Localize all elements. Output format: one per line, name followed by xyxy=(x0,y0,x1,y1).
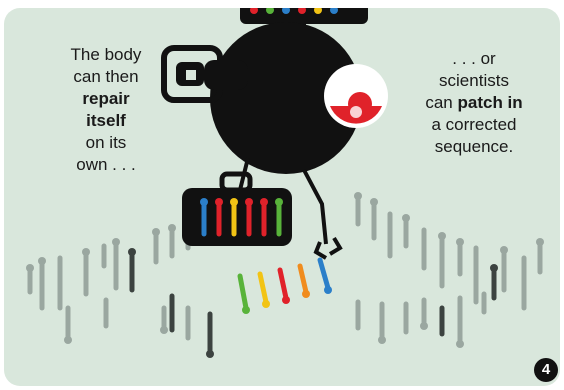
caption-left-line6: own . . . xyxy=(26,154,186,176)
caption-right: . . . or scientists can patch in a corre… xyxy=(404,48,544,158)
caption-right-line2: scientists xyxy=(404,70,544,92)
illustration-panel: The body can then repair itself on its o… xyxy=(4,8,560,386)
toolbox-icon xyxy=(182,174,292,246)
caption-left-line3: repair xyxy=(26,88,186,110)
caption-left-line4: itself xyxy=(26,110,186,132)
caption-left-line1: The body xyxy=(26,44,186,66)
caption-right-line5: sequence. xyxy=(404,136,544,158)
caption-right-line3: can patch in xyxy=(404,92,544,114)
caption-right-bold: patch in xyxy=(457,93,522,112)
patch-pieces-icon xyxy=(240,260,332,314)
caption-left: The body can then repair itself on its o… xyxy=(26,44,186,176)
caption-right-line3-pre: can xyxy=(425,93,457,112)
caption-left-line2: can then xyxy=(26,66,186,88)
caption-left-bold2: itself xyxy=(86,111,126,130)
panel-number-badge: 4 xyxy=(534,358,558,382)
caption-left-line5: on its xyxy=(26,132,186,154)
caption-right-line1: . . . or xyxy=(404,48,544,70)
caption-left-bold1: repair xyxy=(82,89,129,108)
caption-right-line4: a corrected xyxy=(404,114,544,136)
